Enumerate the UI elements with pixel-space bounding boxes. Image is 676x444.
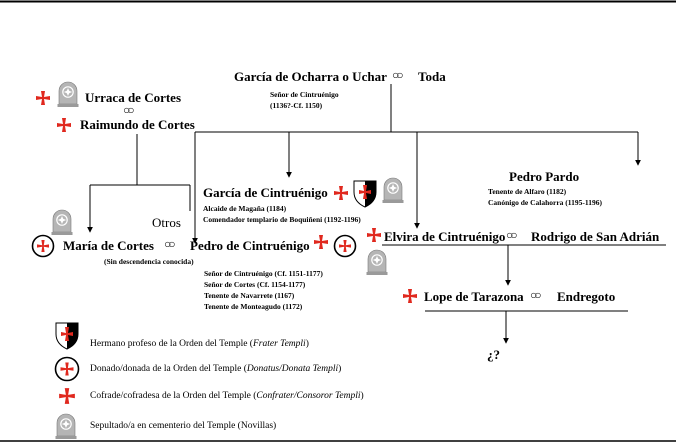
circled-cross-icon <box>54 356 80 382</box>
tombstone-icon <box>381 177 405 204</box>
label-otros: Otros <box>152 215 181 230</box>
legend-confrater: Cofrade/cofradesa de la Orden del Temple… <box>90 391 364 401</box>
note-maria: (Sin descendencia conocida) <box>104 257 194 266</box>
tombstone-icon <box>50 209 74 236</box>
note-garcia-ocharra-2: (1136?-Cf. 1150) <box>270 101 323 110</box>
note-pedro-pardo-1: Tenente de Alfaro (1182) <box>488 187 567 196</box>
templar-cross-icon <box>314 235 328 249</box>
marriage-rings-icon: ○○ <box>123 103 134 117</box>
person-elvira: Elvira de Cintruénigo <box>384 229 506 244</box>
tombstone-icon <box>56 81 80 108</box>
person-urraca: Urraca de Cortes <box>85 90 182 105</box>
person-pedro-cintruenigo: Pedro de Cintruénigo <box>190 238 310 253</box>
marriage-rings-icon: ○○ <box>530 288 541 302</box>
note-garcia-ocharra-1: Señor de Cintruénigo <box>270 90 339 99</box>
marriage-rings-icon: ○○ <box>506 228 517 242</box>
legend-sepultado: Sepultado/a en cementerio del Temple (No… <box>90 421 277 431</box>
person-endregoto: Endregoto <box>557 289 616 304</box>
legend-donatus: Donado/donada de la Orden del Temple (Do… <box>90 364 342 374</box>
circled-cross-icon <box>333 234 357 258</box>
label-unknown: ¿? <box>487 347 500 362</box>
note-garcia-cintruenigo-1: Alcaide de Magaña (1184) <box>203 204 287 213</box>
note-pedro-1: Señor de Cintruénigo (Cf. 1151-1177) <box>204 269 323 278</box>
person-maria: María de Cortes <box>63 238 154 253</box>
circled-cross-icon <box>31 234 55 258</box>
tombstone-icon <box>54 413 78 440</box>
templar-shield-icon <box>55 322 79 350</box>
person-rodrigo: Rodrigo de San Adrián <box>531 229 660 244</box>
note-pedro-4: Tenente de Monteagudo (1172) <box>204 302 303 311</box>
templar-cross-icon <box>57 118 71 132</box>
person-garcia-cintruenigo: García de Cintruénigo <box>203 185 328 200</box>
templar-shield-icon <box>353 180 377 208</box>
person-garcia-ocharra: García de Ocharra o Uchar <box>234 69 387 84</box>
person-lope: Lope de Tarazona <box>424 289 524 304</box>
legend-frater: Hermano profeso de la Orden del Temple (… <box>90 339 309 349</box>
note-pedro-2: Señor de Cortes (Cf. 1154-1177) <box>204 280 306 289</box>
templar-cross-icon <box>36 91 50 105</box>
templar-cross-icon <box>367 228 381 242</box>
marriage-rings-icon: ○○ <box>164 237 175 251</box>
note-garcia-cintruenigo-2: Comendador templario de Boquiñeni (1192-… <box>203 215 361 224</box>
note-pedro-pardo-2: Canónigo de Calahorra (1195-1196) <box>488 198 602 207</box>
tombstone-icon <box>365 249 389 276</box>
person-toda: Toda <box>418 69 446 84</box>
templar-cross-icon <box>334 186 348 200</box>
templar-cross-icon <box>59 388 75 404</box>
person-raimundo: Raimundo de Cortes <box>80 117 195 132</box>
marriage-rings-icon: ○○ <box>392 68 403 82</box>
person-pedro-pardo: Pedro Pardo <box>509 169 580 184</box>
templar-cross-icon <box>403 289 417 303</box>
note-pedro-3: Tenente de Navarrete (1167) <box>204 291 295 300</box>
